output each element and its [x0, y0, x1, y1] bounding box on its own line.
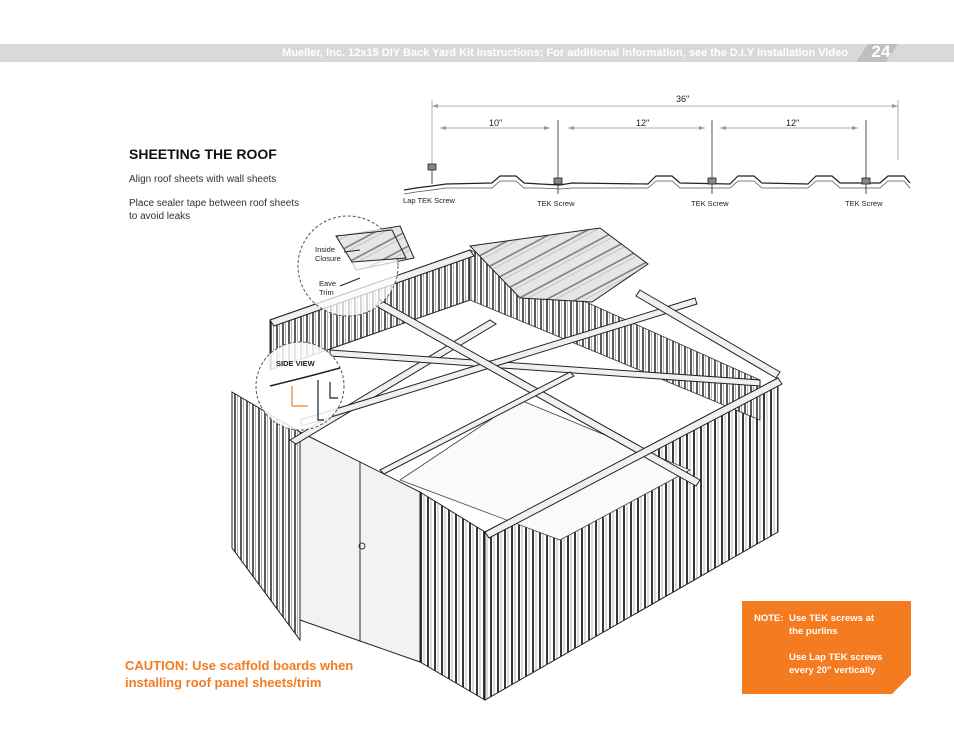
inside-closure-label: Inside Closure: [315, 245, 341, 263]
detail-circle-closure: [297, 215, 407, 317]
tek-screw-icon: [427, 163, 871, 194]
detail-circle-side-view: [255, 341, 345, 431]
note-line4: every 20" vertically: [789, 665, 876, 676]
lap-tek-screw-label: Lap TEK Screw: [403, 196, 455, 205]
note-prefix: NOTE:: [754, 613, 784, 624]
note-box-shape: [742, 601, 911, 694]
roof-panel-profile: [403, 175, 911, 195]
instruction-align: Align roof sheets with wall sheets: [129, 174, 277, 185]
interior-floor: [399, 399, 691, 541]
page-number: 24: [871, 42, 891, 61]
front-wall: [231, 391, 486, 701]
section-title: SHEETING THE ROOF: [129, 146, 277, 162]
note-line3: Use Lap TEK screws: [789, 652, 883, 663]
inside-closure-line1: Inside: [315, 245, 336, 254]
tek-screw-label-2: TEK Screw: [691, 199, 729, 208]
roof-framing: [269, 249, 783, 539]
dim-3-label: 12": [786, 118, 800, 128]
caution-text: CAUTION: Use scaffold boards when instal…: [125, 657, 425, 691]
note-line2: the purlins: [789, 626, 838, 637]
eave-trim-line1: Eave: [319, 279, 337, 288]
inside-closure-line2: Closure: [315, 254, 341, 263]
instruction-sealer-line1: Place sealer tape between roof sheets: [129, 198, 300, 209]
dim-1-label: 10": [489, 118, 503, 128]
caution-line1: CAUTION: Use scaffold boards when: [125, 658, 354, 673]
note-content: NOTE: Use TEK screws at the purlins Use …: [742, 601, 911, 694]
dimension-lines: [431, 100, 899, 182]
header-band: [0, 44, 954, 62]
tek-screw-label-3: TEK Screw: [845, 199, 883, 208]
dim-2-label: 12": [636, 118, 650, 128]
caution-line2: installing roof panel sheets/trim: [125, 675, 322, 690]
instruction-sealer-line2: to avoid leaks: [129, 210, 191, 222]
side-view-label: SIDE VIEW: [276, 359, 315, 368]
tek-screw-label-1: TEK Screw: [537, 199, 575, 208]
header-title: Mueller, Inc. 12x15 DIY Back Yard Kit In…: [282, 47, 848, 59]
eave-trim-line2: Trim: [319, 288, 334, 297]
dim-total-label: 36": [676, 94, 690, 104]
note-box: NOTE: Use TEK screws at the purlins Use …: [742, 601, 911, 694]
eave-trim-label: Eave Trim: [319, 279, 336, 297]
instruction-sealer: Place sealer tape between roof sheets to…: [129, 198, 329, 223]
note-line1: Use TEK screws at: [789, 613, 875, 624]
